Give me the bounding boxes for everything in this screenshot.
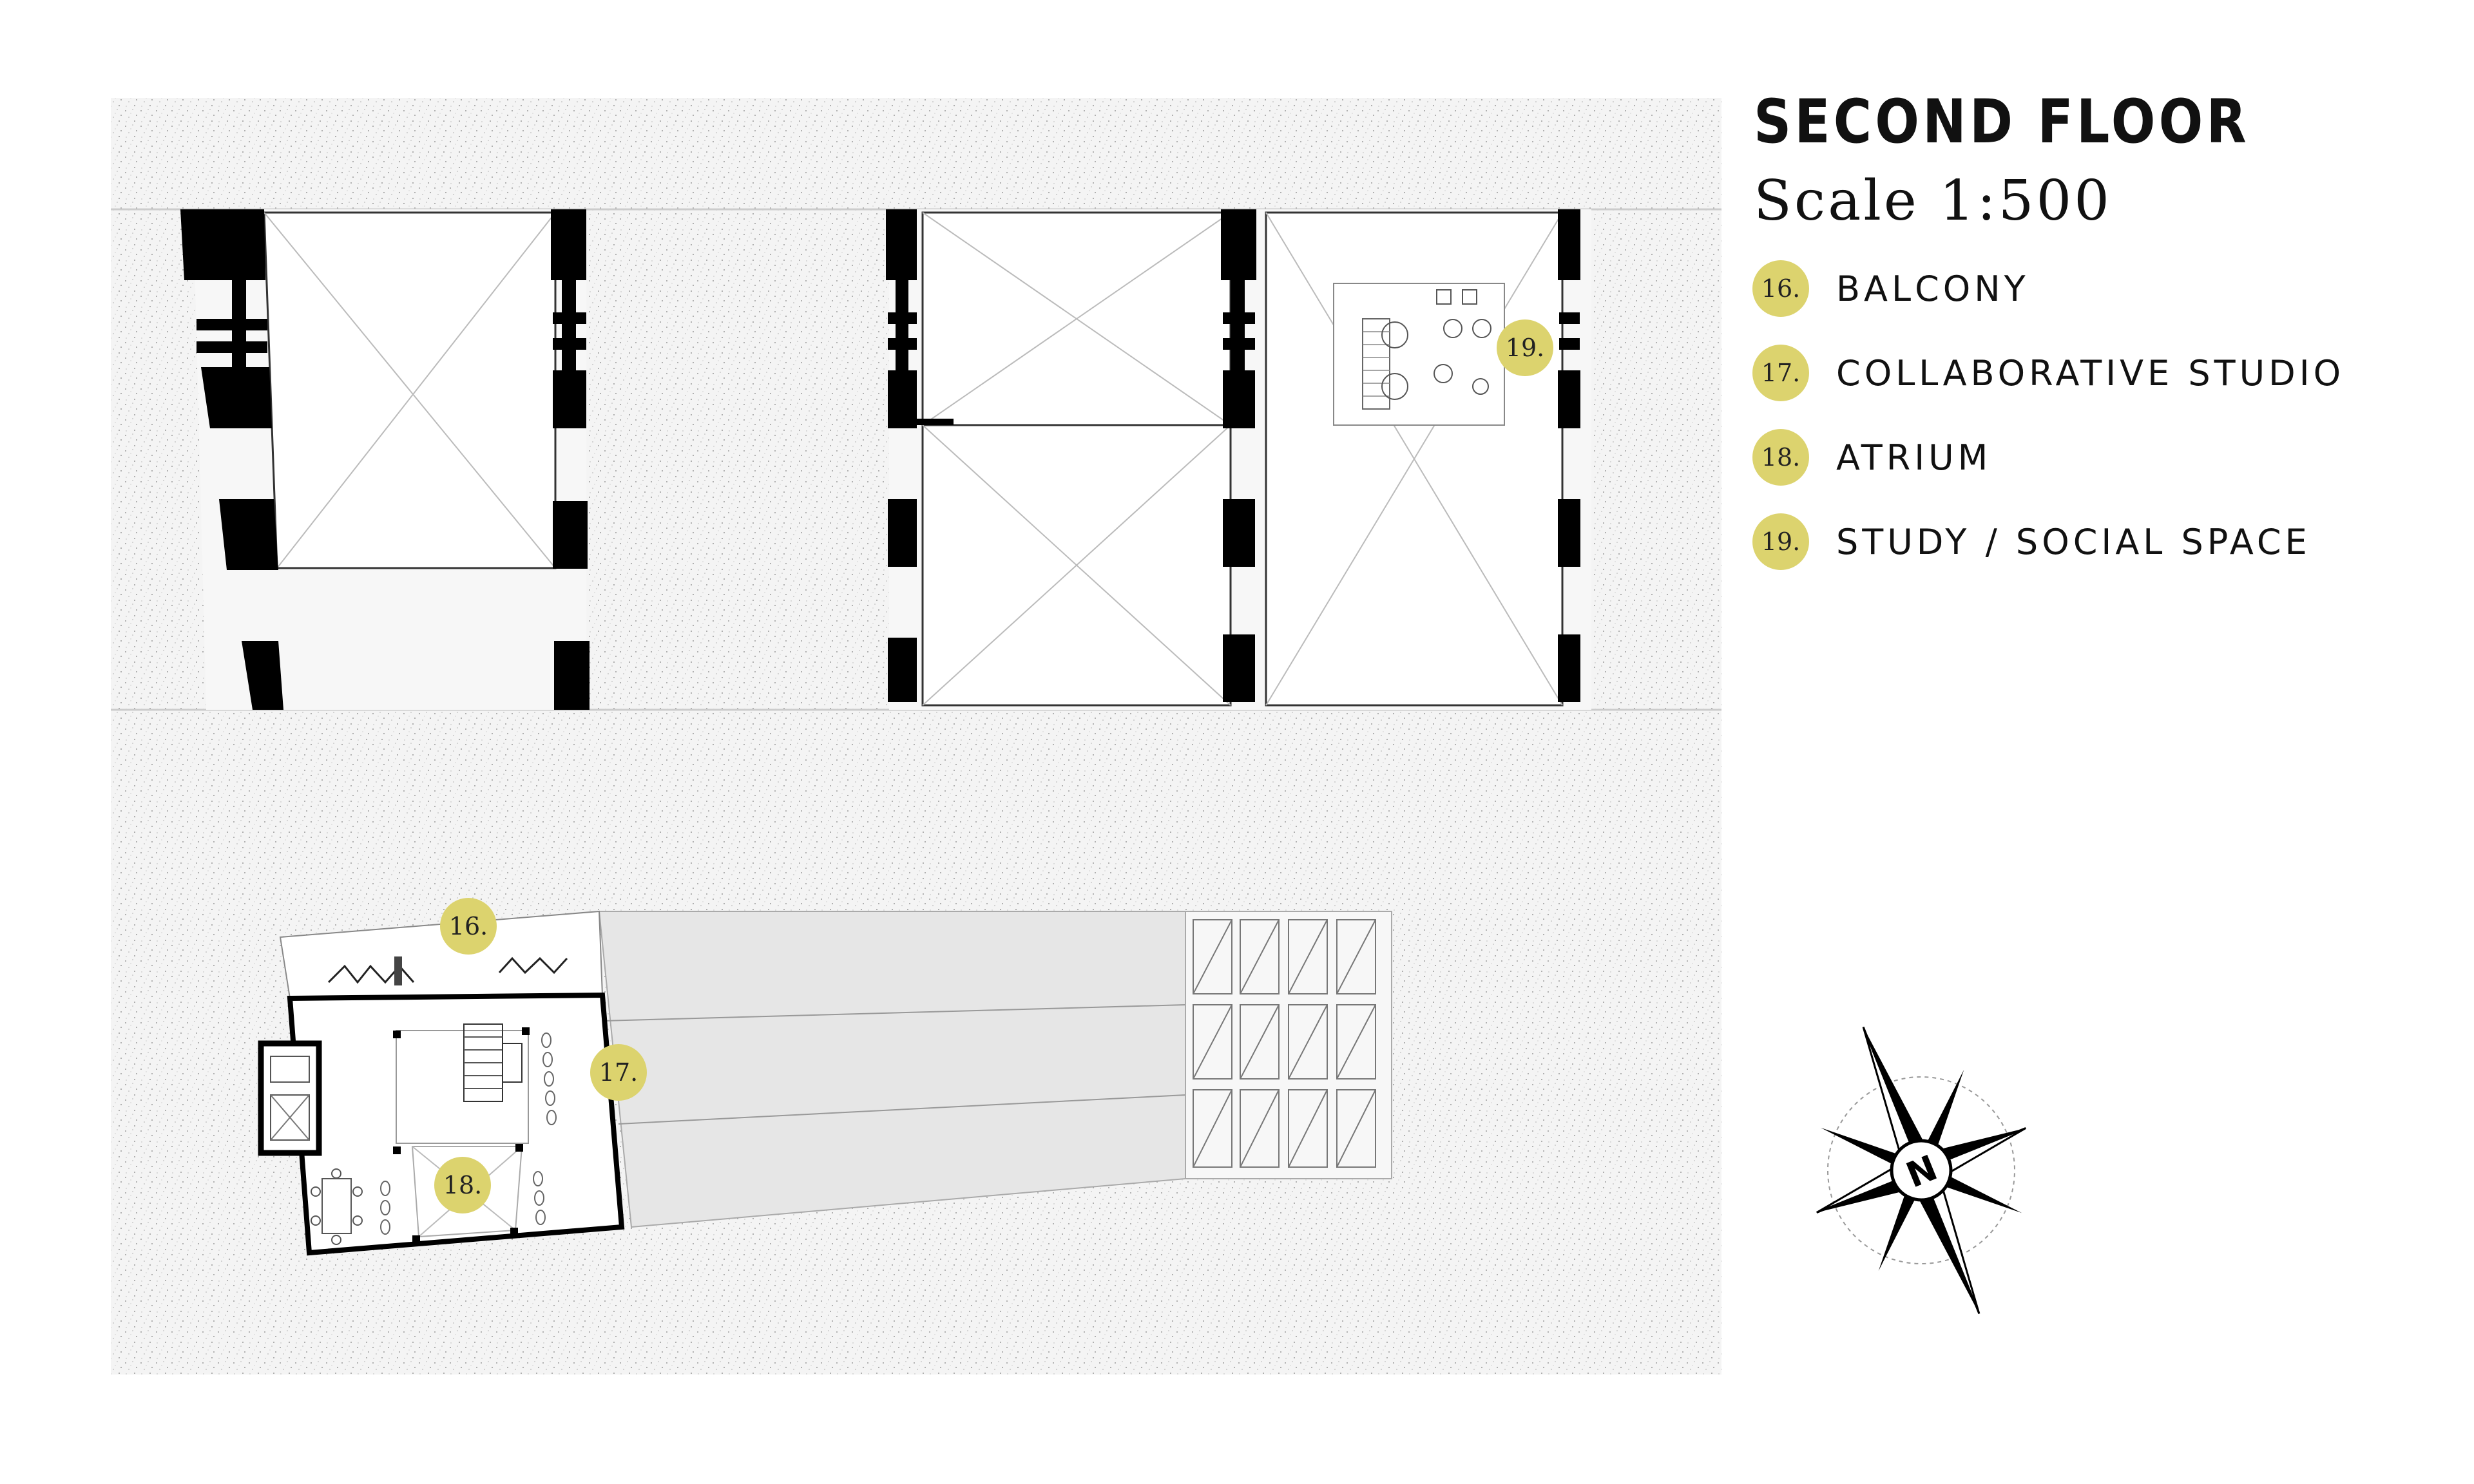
legend-label: COLLABORATIVE STUDIO (1836, 352, 2345, 394)
label-atrium: 18. (434, 1157, 491, 1213)
legend-badge: 19. (1752, 513, 1809, 570)
legend-label: STUDY / SOCIAL SPACE (1836, 521, 2311, 562)
legend-item-atrium: 18. ATRIUM (1752, 429, 2345, 486)
label-study-text: 19. (1506, 334, 1544, 362)
label-studio: 17. (590, 1044, 647, 1101)
page-title: SECOND FLOOR (1754, 87, 2250, 157)
label-studio-text: 17. (599, 1058, 638, 1087)
upper-left-building (180, 209, 590, 710)
legend-item-balcony: 16. BALCONY (1752, 260, 2345, 317)
legend-item-study: 19. STUDY / SOCIAL SPACE (1752, 513, 2345, 570)
label-balcony: 16. (440, 898, 497, 955)
legend-badge: 16. (1752, 260, 1809, 317)
legend-item-studio: 17. COLLABORATIVE STUDIO (1752, 345, 2345, 401)
legend-label: BALCONY (1836, 268, 2029, 309)
legend-label: ATRIUM (1836, 437, 1992, 478)
legend: 16. BALCONY 17. COLLABORATIVE STUDIO 18.… (1752, 260, 2345, 598)
legend-badge: 17. (1752, 345, 1809, 401)
scale-label: Scale 1:500 (1754, 169, 2112, 233)
label-balcony-text: 16. (449, 912, 488, 940)
upper-right-building (886, 209, 1591, 710)
compass-icon: N (1816, 1026, 2027, 1315)
lower-building (258, 910, 1392, 1256)
label-atrium-text: 18. (443, 1171, 482, 1199)
label-study: 19. (1497, 319, 1553, 376)
legend-badge: 18. (1752, 429, 1809, 486)
